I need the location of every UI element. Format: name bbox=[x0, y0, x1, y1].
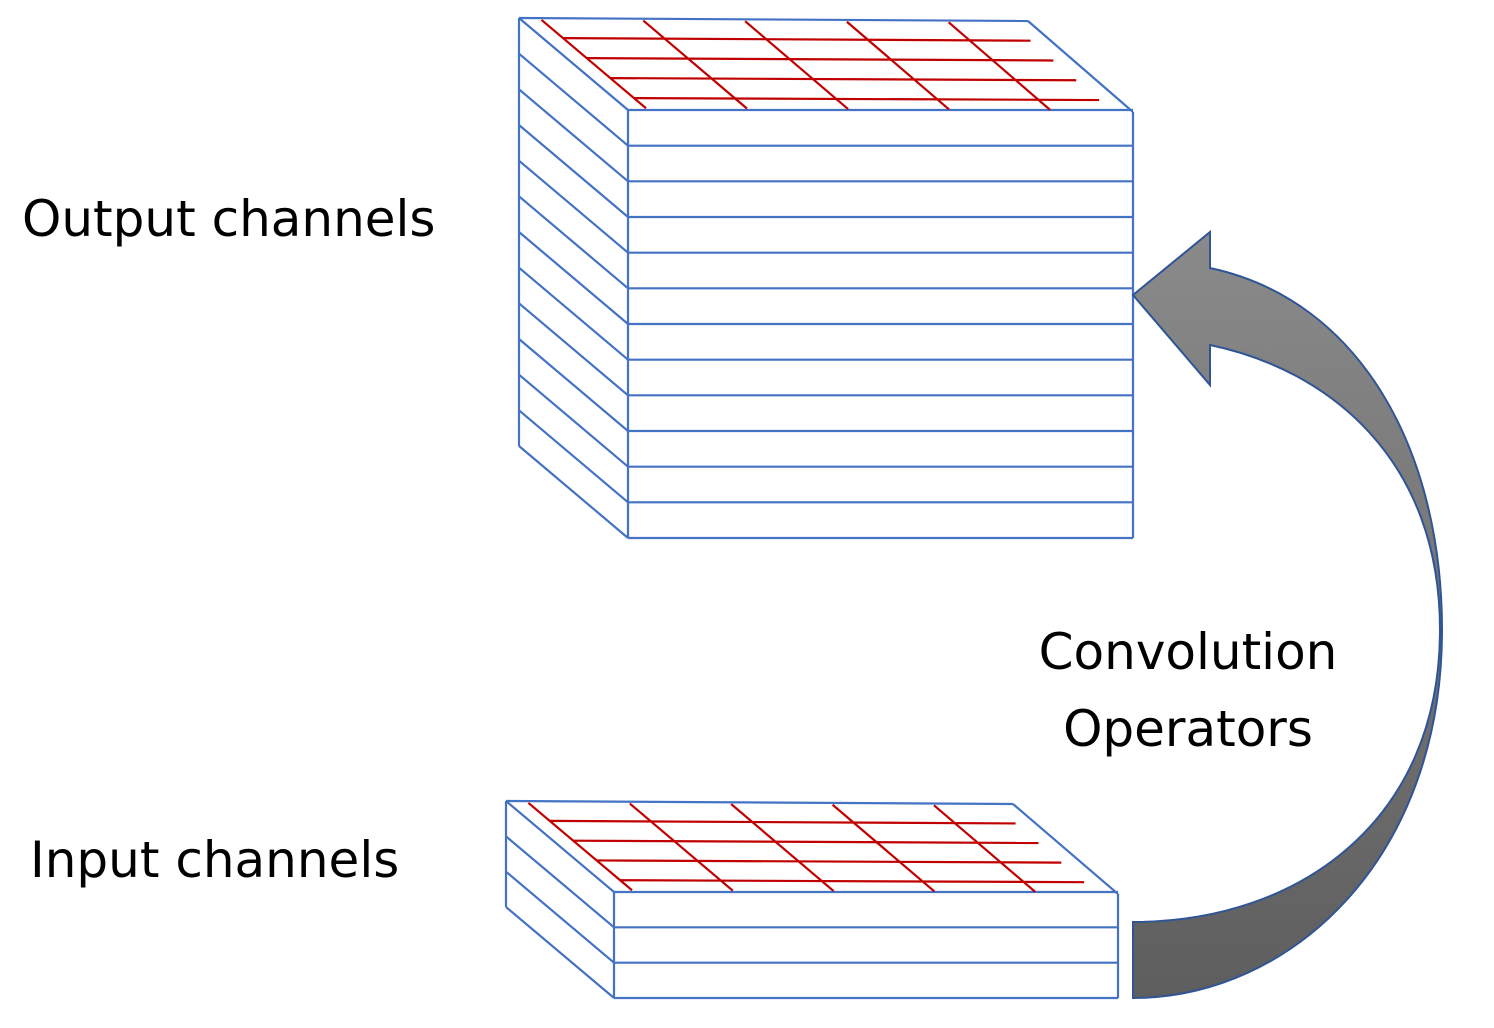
channel-separator-side bbox=[505, 835, 615, 929]
kernel-grid-line bbox=[540, 19, 647, 110]
output-channels-label: Output channels bbox=[22, 190, 435, 248]
kernel-grid-line bbox=[629, 802, 734, 892]
input-channel-stack bbox=[504, 799, 1120, 1000]
top-right-edge bbox=[1012, 803, 1119, 895]
kernel-grid-line bbox=[642, 19, 748, 110]
kernel-grid-line bbox=[563, 37, 1031, 42]
kernel-grid-line bbox=[596, 859, 1062, 864]
top-right-edge bbox=[1027, 20, 1134, 113]
kernel-grid-line bbox=[610, 76, 1077, 82]
kernel-grid-line bbox=[620, 879, 1085, 884]
channel-separator-side bbox=[518, 409, 629, 504]
convolution-operators-label-line2: Operators bbox=[1063, 700, 1313, 758]
kernel-grid-line bbox=[573, 839, 1039, 845]
channel-separator-side bbox=[505, 906, 615, 999]
convolution-operators-label-line1: Convolution bbox=[1039, 623, 1338, 681]
channel-separator-side bbox=[518, 445, 629, 539]
top-back-edge bbox=[518, 16, 1029, 23]
channel-separator-side bbox=[518, 124, 629, 218]
channel-separator-side bbox=[518, 266, 629, 361]
kernel-grid-line bbox=[730, 803, 835, 892]
channel-separator-side bbox=[518, 231, 629, 325]
convolution-arrow bbox=[1131, 229, 1444, 1000]
kernel-grid-line bbox=[586, 57, 1054, 62]
channel-separator-side bbox=[518, 159, 629, 254]
kernel-grid-line bbox=[549, 819, 1016, 825]
channel-separator-side bbox=[518, 195, 629, 290]
kernel-grid-line bbox=[744, 20, 849, 110]
kernel-grid-line bbox=[831, 803, 936, 893]
channel-separator-side bbox=[518, 338, 629, 432]
kernel-grid-line bbox=[527, 802, 633, 892]
channel-separator-side bbox=[505, 870, 615, 964]
channel-separator-side bbox=[518, 17, 629, 111]
channel-separator-side bbox=[518, 302, 629, 397]
input-channels-label: Input channels bbox=[30, 831, 399, 889]
channel-separator-side bbox=[518, 88, 629, 183]
kernel-grid-line bbox=[933, 804, 1036, 893]
kernel-grid-line bbox=[846, 20, 950, 111]
channel-separator-side bbox=[518, 373, 629, 468]
top-back-edge bbox=[505, 799, 1014, 806]
kernel-grid-line bbox=[633, 96, 1100, 102]
channel-separator-side bbox=[505, 800, 615, 893]
channel-separator-side bbox=[518, 52, 629, 147]
kernel-grid-line bbox=[947, 21, 1051, 111]
output-channel-stack bbox=[517, 16, 1135, 540]
